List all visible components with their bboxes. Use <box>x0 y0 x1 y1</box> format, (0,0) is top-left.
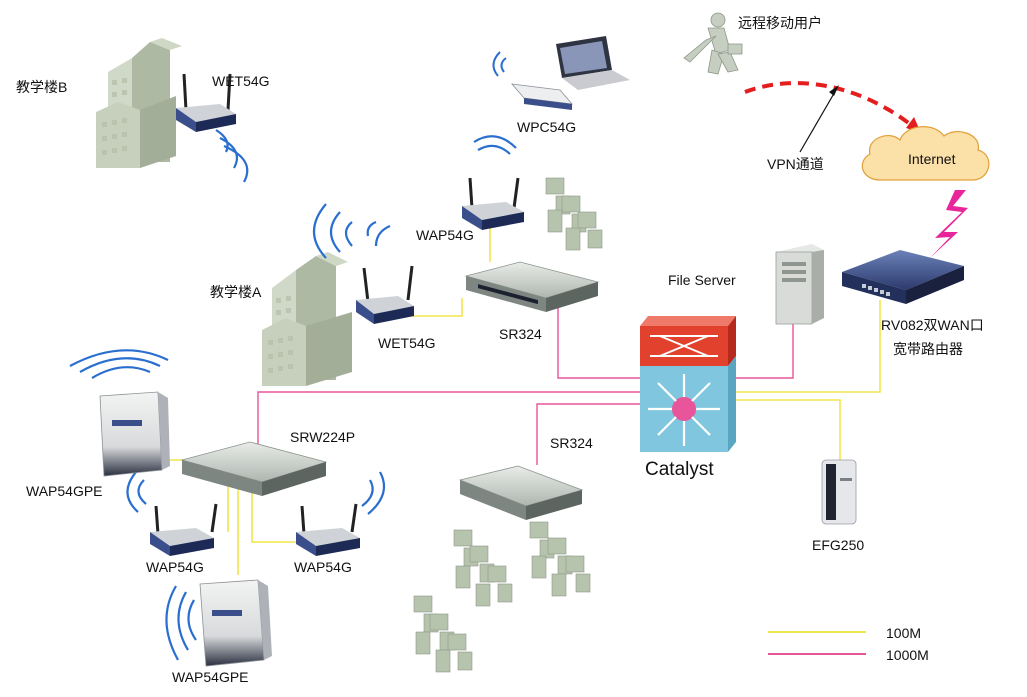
pc-group-top <box>545 177 603 251</box>
label-sr324-bottom: SR324 <box>550 435 593 451</box>
label-wet54g-mid: WET54G <box>378 335 436 351</box>
label-wap54gpe-top: WAP54GPE <box>26 483 103 499</box>
wap54g-right-router-icon <box>296 471 386 556</box>
rv082-router-icon <box>842 250 964 304</box>
label-efg250: EFG250 <box>812 537 865 553</box>
label-rv082-line1: RV082双WAN口 <box>881 317 984 333</box>
label-wap54g-right: WAP54G <box>294 559 352 575</box>
wap54g-left-router-icon <box>126 471 218 556</box>
link-efg250-catalyst <box>736 399 841 462</box>
building-b-icon <box>96 38 182 168</box>
legend-100m-label: 100M <box>886 625 922 641</box>
link-fileserver-catalyst <box>736 322 794 379</box>
label-sr324-top: SR324 <box>499 326 542 342</box>
label-wpc54g: WPC54G <box>517 119 577 135</box>
vpn-tunnel-line <box>744 81 917 130</box>
sr324-top-switch-icon <box>464 261 600 312</box>
label-internet: Internet <box>908 151 956 167</box>
laptop-icon <box>556 36 630 90</box>
legend-1000m-label: 1000M <box>886 647 929 663</box>
internet-cloud-icon <box>861 126 990 181</box>
link-srw224p-catalyst <box>257 391 640 465</box>
label-wap54g-left: WAP54G <box>146 559 204 575</box>
label-remote-user: 远程移动用户 <box>738 15 822 31</box>
wap54g-mid-router-icon <box>462 135 524 230</box>
label-rv082-line2: 宽带路由器 <box>893 341 963 357</box>
wap54gpe-bottom-ap-icon <box>165 579 272 667</box>
label-catalyst: Catalyst <box>645 459 714 480</box>
wap54gpe-top-ap-icon <box>69 349 170 477</box>
pc-group-bottom-left <box>413 595 473 673</box>
label-vpn-tunnel: VPN通道 <box>767 156 824 172</box>
file-server-icon <box>775 244 824 325</box>
wet54g-mid-router-icon <box>313 203 414 324</box>
link-srw-wap-right <box>251 485 300 543</box>
building-a-icon <box>262 252 352 386</box>
link-rv082-catalyst <box>736 300 881 393</box>
label-file-server: File Server <box>668 272 736 288</box>
vpn-pointer-head <box>829 85 839 96</box>
pc-group-bottom-right <box>529 521 591 597</box>
sr324-bottom-switch-icon <box>458 465 584 520</box>
pc-group-bottom-mid <box>453 529 513 607</box>
label-wap54g-mid: WAP54G <box>416 227 474 243</box>
label-wap54gpe-bottom: WAP54GPE <box>172 669 249 685</box>
catalyst-switch-icon <box>640 316 736 452</box>
vpn-pointer-line <box>799 89 837 153</box>
srw224p-switch-icon <box>180 441 328 496</box>
label-wet54g-top: WET54G <box>212 73 270 89</box>
efg250-storage-icon <box>821 459 857 525</box>
label-building-a: 教学楼A <box>210 284 262 300</box>
remote-user-icon <box>683 12 743 75</box>
links-1000m <box>257 300 794 465</box>
link-sr324-bottom-catalyst <box>536 403 640 465</box>
link-sr324-top-catalyst <box>557 300 640 379</box>
label-srw224p: SRW224P <box>290 429 356 445</box>
wet54g-top-router-icon <box>176 73 249 183</box>
wpc54g-card-icon <box>492 51 573 110</box>
label-building-b: 教学楼B <box>16 79 68 95</box>
link-wet54g-sr324 <box>405 298 463 317</box>
wan-lightning-icon <box>930 190 968 258</box>
